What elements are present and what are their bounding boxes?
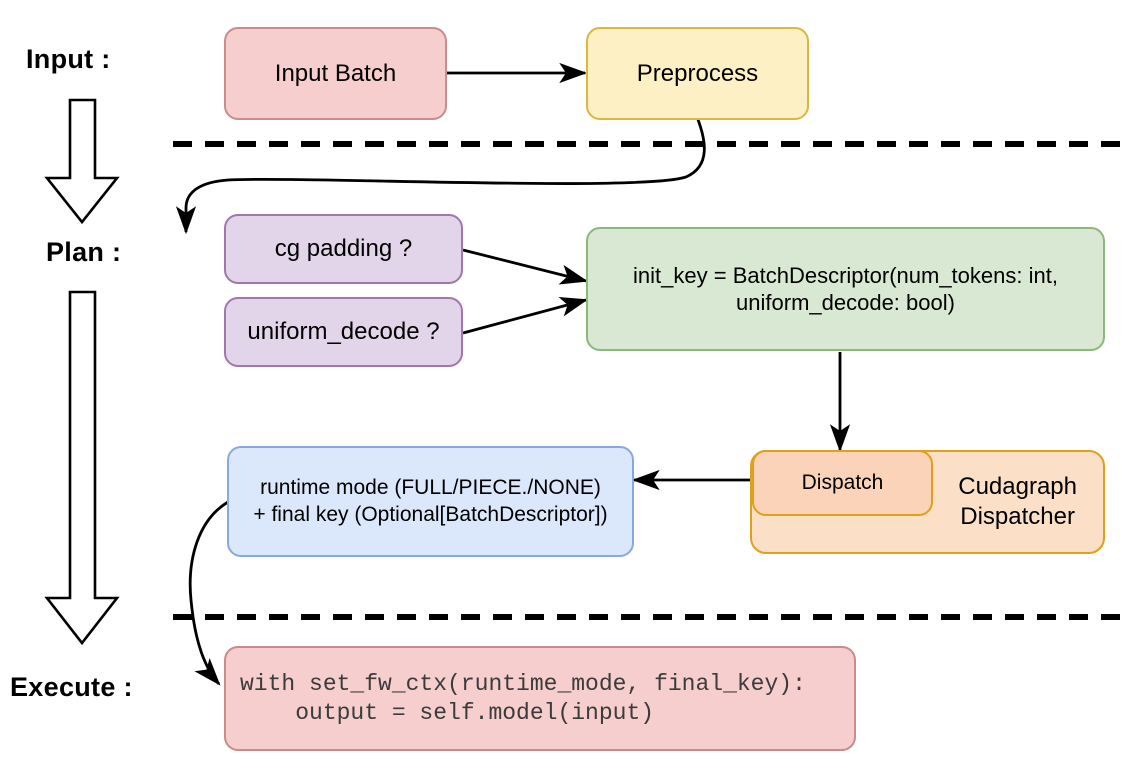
edge-runtime-mode-to-execute-code [188, 500, 229, 686]
node-execute-code[interactable]: with set_fw_ctx(runtime_mode, final_key)… [224, 646, 856, 751]
node-execute-code-label: with set_fw_ctx(runtime_mode, final_key)… [240, 670, 806, 726]
node-runtime-mode[interactable]: runtime mode (FULL/PIECE./NONE) + final … [227, 446, 634, 557]
node-dispatch-label: Dispatch [801, 470, 884, 494]
edge-cg-padding-to-init-key [462, 248, 589, 285]
node-cg-padding[interactable]: cg padding ? [224, 214, 463, 284]
node-init-key[interactable]: init_key = BatchDescriptor(num_tokens: i… [586, 227, 1105, 351]
node-preprocess-label: Preprocess [636, 59, 759, 87]
node-init-key-label: init_key = BatchDescriptor(num_tokens: i… [633, 262, 1058, 316]
stage-label-plan: Plan : [46, 237, 122, 267]
node-uniform-decode-label: uniform_decode ? [247, 318, 440, 345]
stage-arrow-plan-to-execute [44, 290, 120, 646]
node-input-batch[interactable]: Input Batch [224, 27, 447, 120]
node-cg-padding-label: cg padding ? [274, 235, 413, 262]
edge-uniform-decode-to-init-key [462, 296, 589, 335]
node-dispatch[interactable]: Dispatch [752, 450, 933, 516]
node-preprocess[interactable]: Preprocess [586, 27, 809, 120]
stage-label-input: Input : [26, 44, 111, 74]
node-uniform-decode[interactable]: uniform_decode ? [224, 297, 463, 367]
stage-label-execute: Execute : [10, 672, 133, 702]
stage-arrow-input-to-plan [44, 98, 120, 225]
node-runtime-mode-label: runtime mode (FULL/PIECE./NONE) + final … [253, 476, 608, 526]
node-input-batch-label: Input Batch [274, 59, 397, 87]
node-cudagraph-dispatcher-label: Cudagraph Dispatcher [958, 473, 1077, 530]
